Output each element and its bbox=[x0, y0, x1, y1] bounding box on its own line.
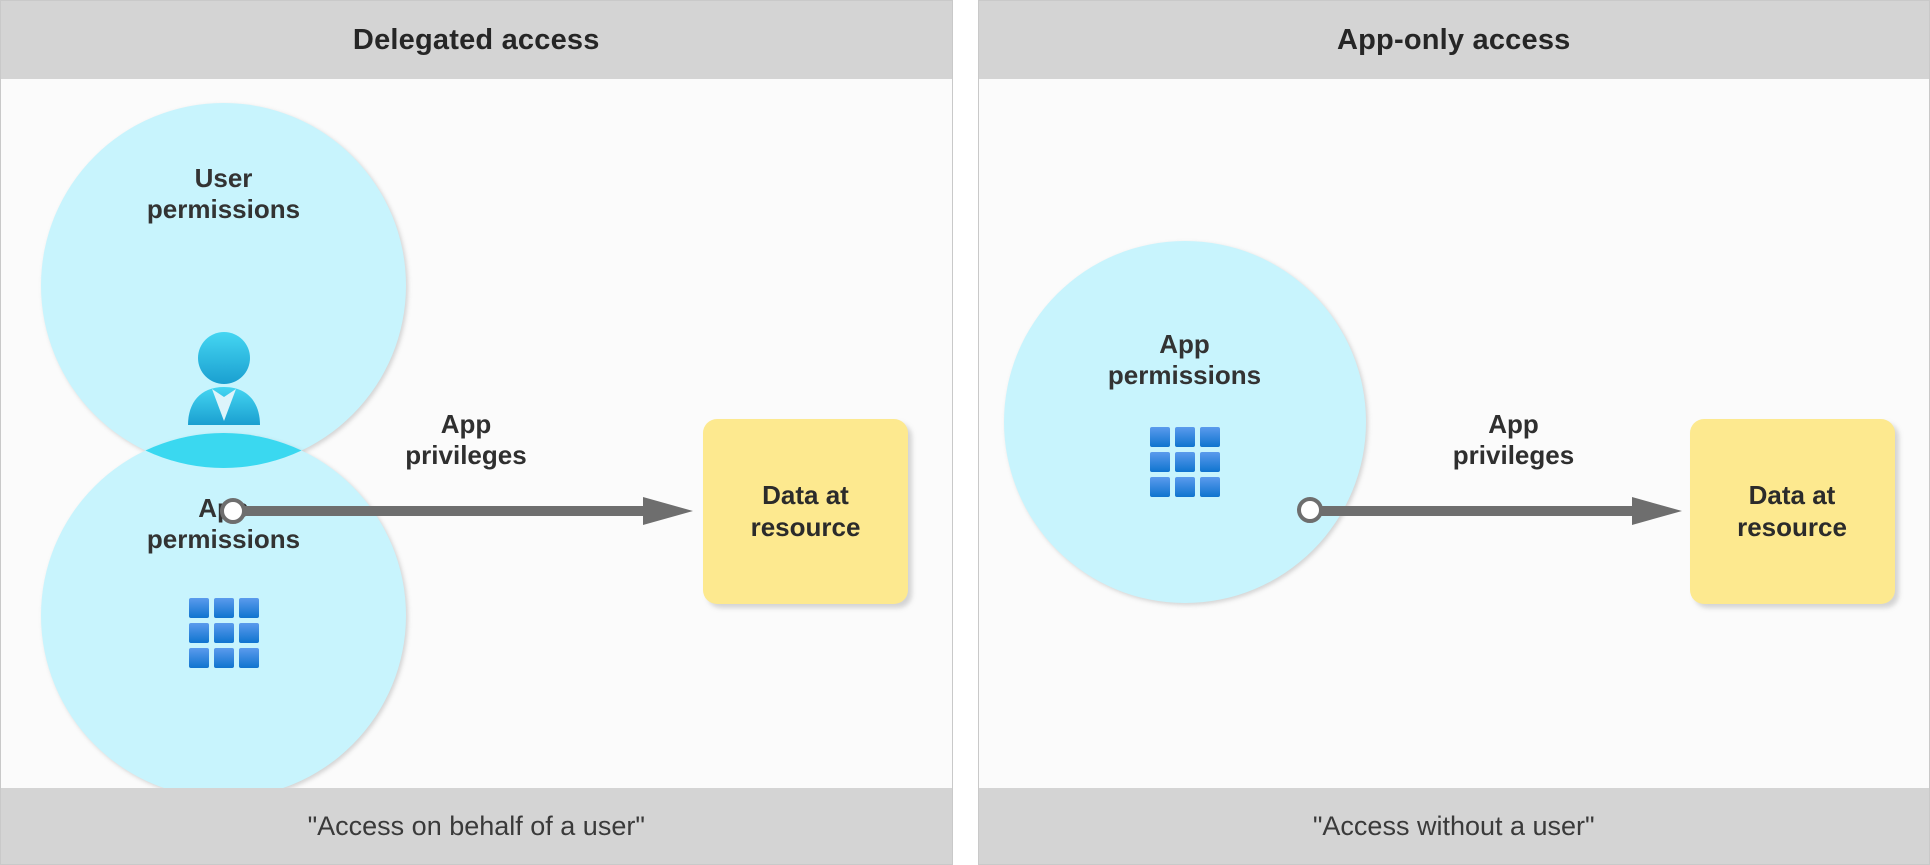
grid-icon bbox=[189, 598, 259, 668]
resource-box-label: Data at resource bbox=[1737, 480, 1847, 542]
connector-dot-delegated bbox=[220, 498, 246, 524]
arrow-label-line1: App bbox=[1488, 409, 1539, 439]
resource-box-data-at-resource: Data at resource bbox=[1689, 419, 1895, 604]
arrow-app-privileges bbox=[233, 497, 693, 525]
panel-footer-app-only: "Access without a user" bbox=[978, 788, 1929, 864]
connector-dot-app-only bbox=[1296, 497, 1323, 523]
panel-body-delegated: User permissions bbox=[1, 79, 952, 788]
arrow-label-line2: privileges bbox=[405, 439, 527, 470]
resource-label-line2: resource bbox=[1737, 511, 1847, 542]
panel-body-app-only: App permissions bbox=[978, 79, 1929, 788]
arrow-app-privileges bbox=[1309, 497, 1682, 525]
arrow-label-line2: privileges bbox=[1452, 439, 1575, 470]
resource-label-line1: Data at bbox=[1748, 480, 1836, 511]
panel-header-delegated: Delegated access bbox=[1, 1, 952, 79]
panel-delegated-access: Delegated access User bbox=[0, 0, 953, 865]
grid-icon bbox=[1149, 427, 1220, 497]
arrow-label-app-privileges: App privileges bbox=[356, 409, 576, 470]
person-icon bbox=[182, 331, 266, 425]
circles-intersection-lens bbox=[41, 103, 406, 788]
resource-label-line2: resource bbox=[750, 511, 861, 542]
panel-title-app-only: App-only access bbox=[1337, 23, 1571, 56]
panel-caption-delegated: "Access on behalf of a user" bbox=[307, 810, 645, 841]
arrow-label-app-privileges: App privileges bbox=[1404, 409, 1624, 470]
panel-app-only-access: App-only access App permissions bbox=[977, 0, 1930, 865]
panel-caption-app-only: "Access without a user" bbox=[1312, 810, 1595, 841]
panel-title-delegated: Delegated access bbox=[352, 23, 600, 56]
resource-box-data-at-resource: Data at resource bbox=[703, 419, 908, 604]
resource-label-line1: Data at bbox=[762, 480, 849, 511]
arrow-label-line1: App bbox=[440, 409, 492, 439]
resource-box-label: Data at resource bbox=[751, 480, 861, 542]
circle-app-permissions bbox=[1003, 241, 1366, 603]
panel-header-app-only: App-only access bbox=[978, 1, 1929, 79]
panel-footer-delegated: "Access on behalf of a user" bbox=[1, 788, 952, 864]
